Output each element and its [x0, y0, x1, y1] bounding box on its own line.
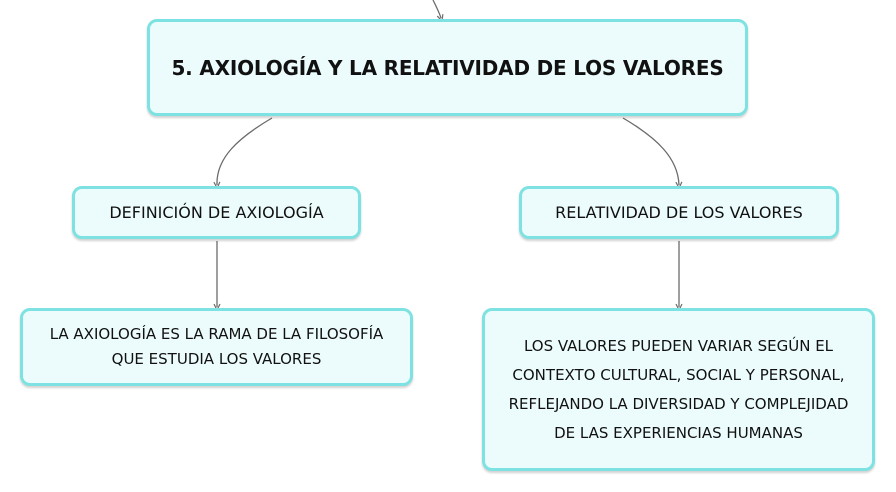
definition-detail-node[interactable]: LA AXIOLOGÍA ES LA RAMA DE LA FILOSOFÍA … [20, 308, 413, 386]
definition-label: DEFINICIÓN DE AXIOLOGÍA [109, 203, 324, 222]
main-topic-node[interactable]: 5. AXIOLOGÍA Y LA RELATIVIDAD DE LOS VAL… [147, 19, 748, 116]
definition-detail-text: LA AXIOLOGÍA ES LA RAMA DE LA FILOSOFÍA … [49, 325, 384, 368]
connector-parent-to-main [432, 0, 441, 18]
definition-node[interactable]: DEFINICIÓN DE AXIOLOGÍA [72, 186, 361, 239]
connector-main-to-definition [217, 117, 273, 185]
relativity-label: RELATIVIDAD DE LOS VALORES [555, 203, 803, 222]
relativity-detail-text: LOS VALORES PUEDEN VARIAR SEGÚN EL CONTE… [508, 336, 849, 442]
connector-main-to-relativity [622, 117, 679, 185]
relativity-detail-node[interactable]: LOS VALORES PUEDEN VARIAR SEGÚN EL CONTE… [482, 308, 875, 471]
relativity-node[interactable]: RELATIVIDAD DE LOS VALORES [519, 186, 839, 239]
main-topic-title: 5. AXIOLOGÍA Y LA RELATIVIDAD DE LOS VAL… [171, 55, 724, 80]
